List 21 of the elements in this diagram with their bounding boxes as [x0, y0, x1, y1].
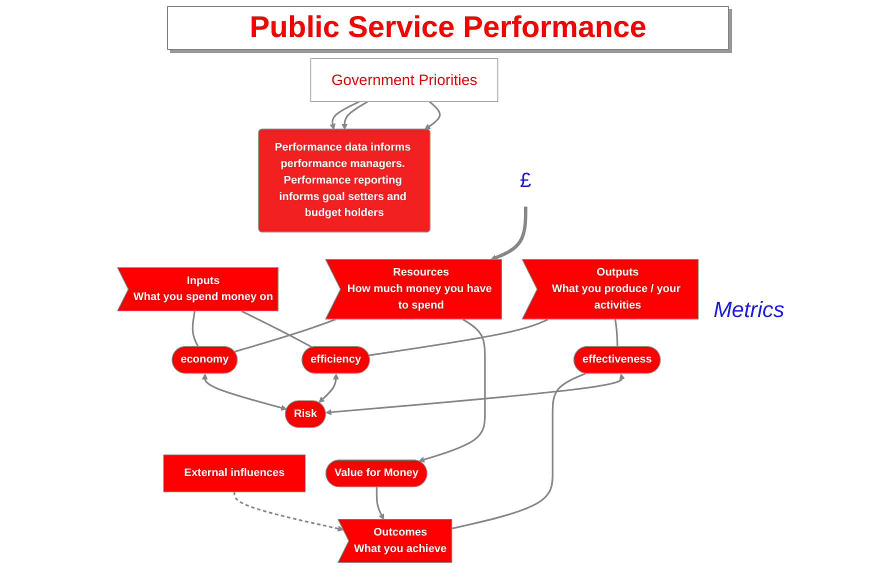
- connector: [614, 318, 618, 346]
- diagram-title: Public Service Performance: [167, 6, 729, 50]
- arrow: [202, 373, 287, 410]
- connector: [240, 310, 312, 348]
- arrow: [329, 100, 360, 130]
- arrow: [341, 100, 368, 130]
- connector: [452, 372, 586, 529]
- node-box: Government Priorities: [310, 58, 498, 102]
- arrow: [424, 100, 440, 130]
- arrow: [490, 206, 528, 260]
- node-text: £: [520, 168, 532, 192]
- connector: [234, 318, 336, 352]
- arrow: [376, 486, 384, 520]
- arrow: [418, 318, 486, 462]
- connector: [191, 310, 199, 347]
- side-label: Metrics: [713, 297, 784, 322]
- node-box: External influences: [162, 454, 306, 492]
- connector: [368, 318, 548, 356]
- arrow: [325, 373, 625, 415]
- arrow: [233, 491, 344, 532]
- arrow: [318, 373, 339, 402]
